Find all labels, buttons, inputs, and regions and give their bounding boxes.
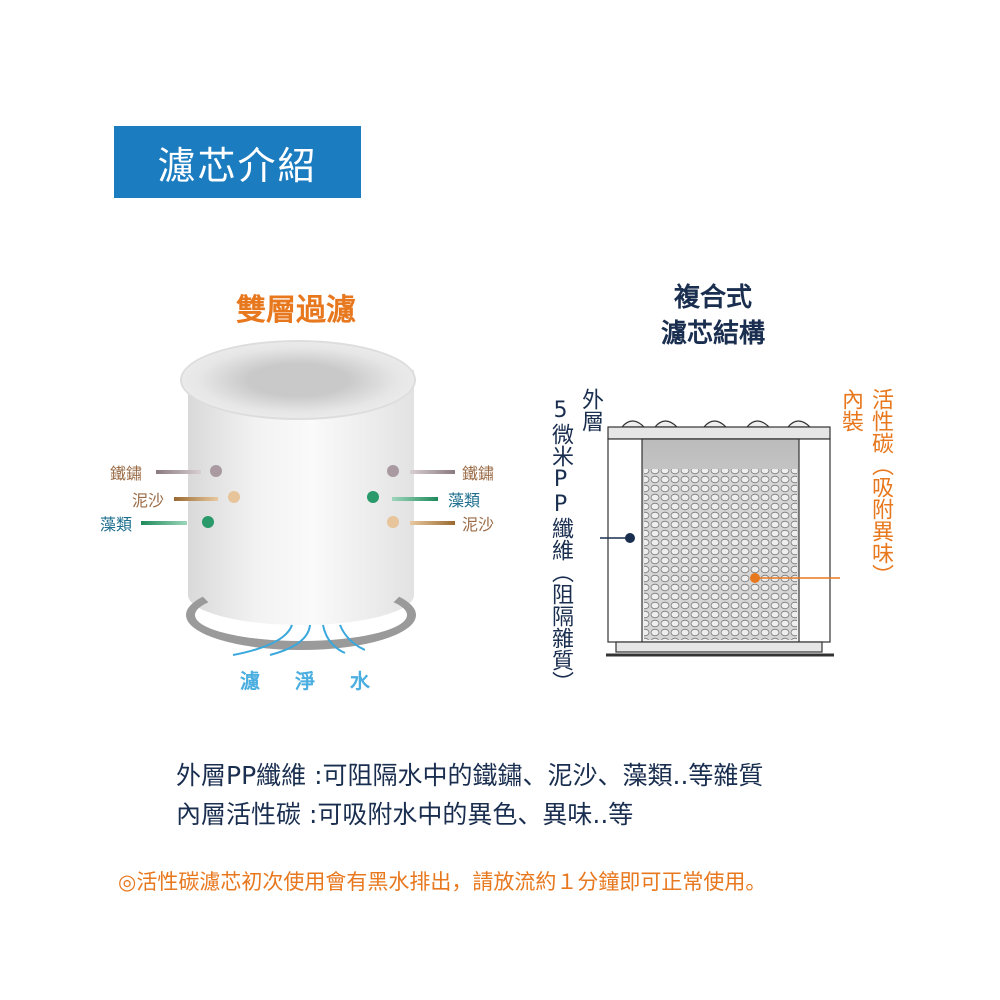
sand-particle-icon	[387, 516, 399, 528]
label-sand-left: 泥沙	[132, 491, 165, 510]
rust-particle-icon	[387, 465, 399, 477]
arrow-icon	[410, 521, 455, 525]
label-algae-left: 藻類	[100, 515, 133, 534]
clean-water-label: 濾 淨 水	[240, 669, 384, 693]
rust-particle-icon	[210, 465, 222, 477]
inner-layer-description: 活性碳（吸附異味）	[868, 388, 893, 586]
label-sand-right: 泥沙	[462, 515, 495, 534]
water-flow-arrows-icon	[232, 624, 365, 656]
structure-heading: 複合式 濾芯結構	[610, 280, 816, 352]
dual-filter-heading: 雙層過濾	[236, 293, 356, 328]
outer-layer-description: 5微米PP纖維（阻隔雜質）	[548, 398, 573, 693]
label-algae-right: 藻類	[448, 491, 481, 510]
description-line-inner: 內層活性碳 :可吸附水中的異色、異味..等	[176, 800, 634, 829]
arrow-icon	[410, 470, 455, 474]
algae-particle-icon	[367, 491, 379, 503]
inner-layer-label: 內裝	[838, 388, 863, 432]
label-rust-right: 鐵鏽	[462, 464, 495, 483]
arrow-icon	[141, 521, 187, 525]
cartridge-cross-section	[600, 420, 840, 657]
arrow-icon	[156, 470, 201, 474]
sand-particle-icon	[228, 491, 240, 503]
structure-heading-line2: 濾芯結構	[660, 319, 765, 349]
filter-cartridge-base-ring	[186, 580, 416, 650]
label-rust-left: 鐵鏽	[110, 464, 143, 483]
outer-layer-label: 外層	[578, 388, 603, 432]
usage-note: ◎活性碳濾芯初次使用會有黑水排出，請放流約１分鐘即可正常使用。	[118, 870, 767, 894]
structure-heading-line1: 複合式	[673, 283, 752, 313]
arrow-icon	[174, 497, 218, 501]
description-line-outer: 外層PP纖維 :可阻隔水中的鐵鏽、泥沙、藻類..等雜質	[176, 761, 764, 790]
arrow-icon	[392, 497, 438, 501]
algae-particle-icon	[202, 516, 214, 528]
filter-cartridge-top	[180, 340, 416, 420]
page-title: 濾芯介紹	[114, 126, 361, 198]
